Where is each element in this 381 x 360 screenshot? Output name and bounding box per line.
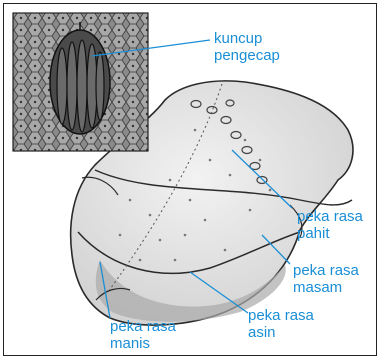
- label-sour: peka rasa masam: [293, 262, 359, 296]
- label-bitter: peka rasa pahit: [297, 208, 363, 242]
- taste-bud-inset: [13, 13, 148, 151]
- label-taste-bud-line2: pengecap: [214, 47, 280, 64]
- label-sour-line1: peka rasa: [293, 262, 359, 279]
- label-bitter-line2: pahit: [297, 225, 363, 242]
- label-taste-bud-line1: kuncup: [214, 30, 280, 47]
- label-sour-line2: masam: [293, 279, 359, 296]
- label-taste-bud: kuncup pengecap: [214, 30, 280, 64]
- label-salty-line1: peka rasa: [248, 307, 314, 324]
- label-salty-line2: asin: [248, 324, 314, 341]
- label-sweet-line2: manis: [110, 335, 176, 352]
- label-salty: peka rasa asin: [248, 307, 314, 341]
- label-bitter-line1: peka rasa: [297, 208, 363, 225]
- label-sweet-line1: peka rasa: [110, 318, 176, 335]
- label-sweet: peka rasa manis: [110, 318, 176, 352]
